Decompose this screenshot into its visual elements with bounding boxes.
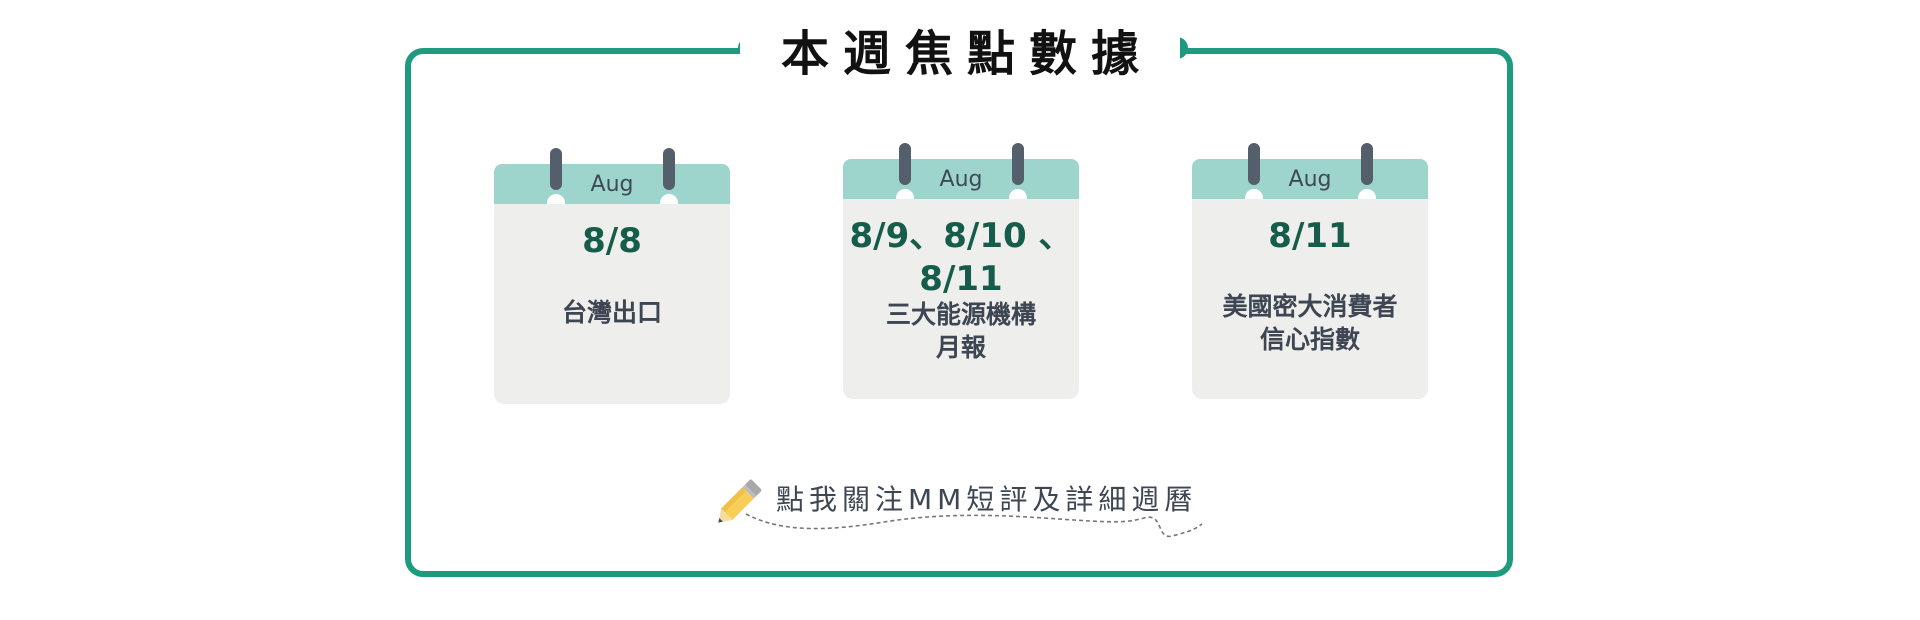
calendar-desc: 台灣出口 bbox=[561, 298, 662, 327]
title-banner: 本週焦點數據 bbox=[740, 18, 1180, 82]
pencil-icon[interactable] bbox=[706, 474, 766, 536]
calendar-date: 8/11 bbox=[1268, 216, 1352, 256]
calendar-ring-icon bbox=[1361, 143, 1373, 185]
calendar-desc-line-2: 信心指數 bbox=[1259, 325, 1360, 354]
calendar-ring-icon bbox=[1248, 143, 1260, 185]
calendar-body: 8/9、8/10 、 8/11 三大能源機構 月報 bbox=[843, 199, 1079, 399]
calendar-ring-icon bbox=[663, 148, 675, 190]
page-title: 本週焦點數據 bbox=[780, 26, 1153, 82]
mm-weekly-calendar-link[interactable]: 點我關注MM短評及詳細週曆 bbox=[776, 483, 1198, 516]
calendar-desc-line-2: 月報 bbox=[935, 333, 986, 362]
calendar-body: 8/8 台灣出口 bbox=[494, 204, 730, 404]
calendar-date: 8/8 bbox=[582, 221, 642, 261]
calendar-month: Aug bbox=[494, 164, 730, 204]
calendar-month: Aug bbox=[843, 159, 1079, 199]
calendar-ring-icon bbox=[1012, 143, 1024, 185]
calendar-desc-line-1: 美國密大消費者 bbox=[1222, 292, 1398, 321]
calendar-month: Aug bbox=[1192, 159, 1428, 199]
calendar-date-line-1: 8/9、8/10 、 bbox=[849, 216, 1073, 256]
calendar-body: 8/11 美國密大消費者 信心指數 bbox=[1192, 199, 1428, 399]
squiggle-underline bbox=[745, 513, 1203, 538]
calendar-desc-line-1: 三大能源機構 bbox=[885, 300, 1036, 329]
calendar-ring-icon bbox=[550, 148, 562, 190]
calendar-date-line-2: 8/11 bbox=[919, 259, 1003, 299]
calendar-ring-icon bbox=[899, 143, 911, 185]
